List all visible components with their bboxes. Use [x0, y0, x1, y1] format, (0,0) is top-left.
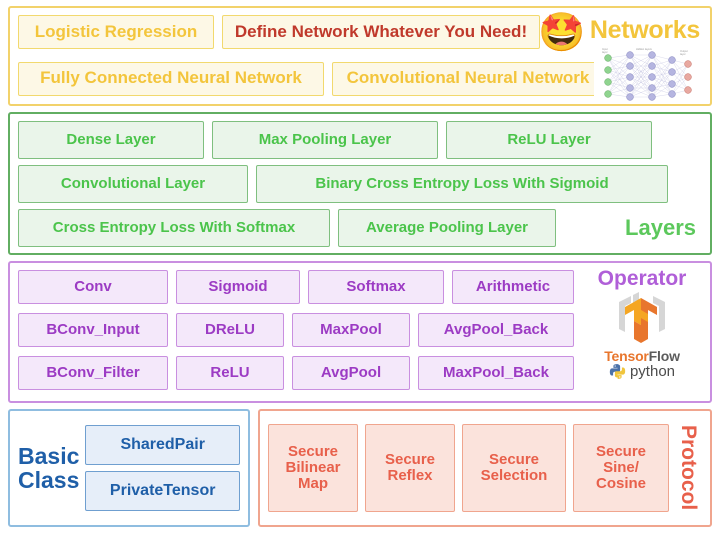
- chip-conv[interactable]: Conv: [18, 270, 168, 304]
- chip-logistic-regression[interactable]: Logistic Regression: [18, 15, 214, 49]
- bottom-row: Basic Class SharedPair PrivateTensor Sec…: [8, 409, 712, 527]
- chip-binary-cross-entropy-loss-with-sigmoid[interactable]: Binary Cross Entropy Loss With Sigmoid: [256, 165, 668, 203]
- layers-section: Dense Layer Max Pooling Layer ReLU Layer…: [8, 112, 712, 255]
- chip-arithmetic[interactable]: Arithmetic: [452, 270, 574, 304]
- networks-row-2: Fully Connected Neural Network Convoluti…: [18, 61, 702, 97]
- chip-average-pooling-layer[interactable]: Average Pooling Layer: [338, 209, 556, 247]
- layers-row-1: Dense Layer Max Pooling Layer ReLU Layer: [18, 121, 702, 159]
- chip-relu[interactable]: ReLU: [176, 356, 284, 390]
- svg-text:Output: Output: [680, 49, 688, 53]
- networks-section: Logistic Regression Define Network Whate…: [8, 6, 712, 106]
- chip-avgpool[interactable]: AvgPool: [292, 356, 410, 390]
- python-logo-row: python: [609, 363, 675, 380]
- basic-class-title-line2: Class: [18, 467, 80, 493]
- operator-row-3: BConv_Filter ReLU AvgPool MaxPool_Back: [18, 356, 588, 392]
- chip-bconv-filter[interactable]: BConv_Filter: [18, 356, 168, 390]
- basic-class-chip-list: SharedPair PrivateTensor: [85, 425, 240, 511]
- protocol-section: Secure Bilinear Map Secure Reflex Secure…: [258, 409, 712, 527]
- layers-title: Layers: [625, 215, 696, 240]
- operator-row-1: Conv Sigmoid Softmax Arithmetic: [18, 270, 588, 306]
- networks-row-1: Logistic Regression Define Network Whate…: [18, 15, 702, 50]
- chip-maxpool[interactable]: MaxPool: [292, 313, 410, 347]
- tensorflow-tensor-text: Tensor: [604, 348, 649, 364]
- chip-secure-reflex[interactable]: Secure Reflex: [365, 424, 455, 512]
- svg-text:layer: layer: [602, 50, 608, 54]
- operator-row-2: BConv_Input DReLU MaxPool AvgPool_Back: [18, 313, 588, 349]
- chip-convolutional-layer[interactable]: Convolutional Layer: [18, 165, 248, 203]
- chip-secure-bilinear-map[interactable]: Secure Bilinear Map: [268, 424, 358, 512]
- basic-class-title: Basic Class: [18, 444, 79, 492]
- tensorflow-logo-icon: [619, 292, 665, 343]
- layers-row-3: Cross Entropy Loss With Softmax Average …: [18, 209, 702, 247]
- chip-privatetensor[interactable]: PrivateTensor: [85, 471, 240, 511]
- chip-secure-sine-cosine[interactable]: Secure Sine/ Cosine: [573, 424, 669, 512]
- operator-chip-grid: Conv Sigmoid Softmax Arithmetic BConv_In…: [18, 270, 588, 392]
- chip-sigmoid[interactable]: Sigmoid: [176, 270, 300, 304]
- chip-fully-connected-neural-network[interactable]: Fully Connected Neural Network: [18, 61, 324, 96]
- chip-dense-layer[interactable]: Dense Layer: [18, 121, 204, 159]
- chip-secure-selection[interactable]: Secure Selection: [462, 424, 566, 512]
- layers-row-2: Convolutional Layer Binary Cross Entropy…: [18, 165, 702, 203]
- chip-sharedpair[interactable]: SharedPair: [85, 425, 240, 465]
- tensorflow-flow-text: Flow: [648, 348, 680, 364]
- chip-relu-layer[interactable]: ReLU Layer: [446, 121, 652, 159]
- chip-avgpool-back[interactable]: AvgPool_Back: [418, 313, 574, 347]
- protocol-title: Protocol: [677, 425, 700, 511]
- operator-brand-area: Operator TensorFlow: [578, 265, 706, 395]
- chip-define-network[interactable]: Define Network Whatever You Need!: [222, 15, 540, 49]
- basic-class-title-line1: Basic: [18, 442, 80, 469]
- basic-class-section: Basic Class SharedPair PrivateTensor: [8, 409, 250, 527]
- chip-cross-entropy-loss-with-softmax[interactable]: Cross Entropy Loss With Softmax: [18, 209, 330, 247]
- chip-softmax[interactable]: Softmax: [308, 270, 444, 304]
- chip-drelu[interactable]: DReLU: [176, 313, 284, 347]
- chip-convolutional-neural-network[interactable]: Convolutional Neural Network: [332, 61, 604, 96]
- chip-max-pooling-layer[interactable]: Max Pooling Layer: [212, 121, 438, 159]
- python-logo-icon: [609, 364, 626, 379]
- tensorflow-wordmark: TensorFlow: [604, 348, 680, 364]
- chip-bconv-input[interactable]: BConv_Input: [18, 313, 168, 347]
- operator-title: Operator: [597, 267, 687, 290]
- svg-text:layer: layer: [680, 52, 686, 56]
- python-wordmark: python: [629, 363, 676, 380]
- operator-section: Conv Sigmoid Softmax Arithmetic BConv_In…: [8, 261, 712, 403]
- chip-maxpool-back[interactable]: MaxPool_Back: [418, 356, 574, 390]
